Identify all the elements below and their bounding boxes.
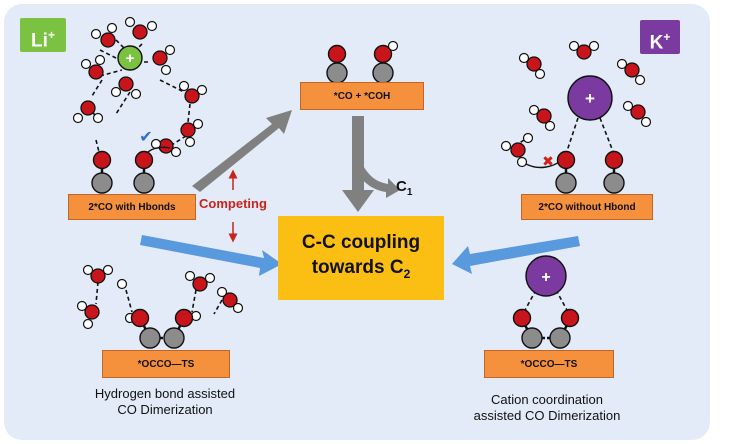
bottom-left-occo — [130, 308, 194, 349]
arrows — [140, 110, 580, 276]
k-cation-symbol: + — [585, 89, 595, 108]
k-tag-base: K — [649, 32, 664, 54]
li-tag-charge: + — [47, 28, 55, 42]
li-tag-base: Li — [31, 30, 48, 52]
surface-2co-with-hbonds: 2*CO with Hbonds — [68, 194, 196, 220]
li-adsorbed-co — [91, 150, 155, 194]
caption-right-line1: Cation coordination — [490, 392, 604, 407]
arrow-blue-left — [140, 235, 282, 276]
c1-product-label: C1 — [396, 178, 412, 198]
cc-coupling-line2-sub: 2 — [403, 266, 411, 281]
bottom-right-cation: + — [525, 255, 567, 297]
surface-occo-ts-right: *OCCO—TS — [484, 350, 614, 378]
k-adsorbed-co — [555, 150, 625, 194]
bottom-left-hbonds — [95, 281, 223, 315]
li-ion-tag: Li+ — [20, 18, 66, 52]
li-cation: + — [117, 45, 143, 71]
bottom-left-waters — [76, 264, 244, 330]
k-tag-charge: + — [663, 30, 671, 44]
arrow-gray-up — [192, 110, 292, 192]
arrow-blue-right — [452, 236, 580, 274]
caption-left: Hydrogen bond assisted CO Dimerization — [72, 386, 258, 418]
bottom-right-occo — [512, 308, 580, 349]
surface-co-coh: *CO + *COH — [300, 82, 424, 110]
bottom-cation-symbol: + — [541, 269, 550, 286]
cross-mark-icon: ✖ — [542, 154, 554, 170]
check-mark-icon: ✔ — [139, 127, 152, 146]
competing-label: Competing — [199, 196, 267, 211]
c1-sub: 1 — [406, 187, 413, 198]
surface-2co-without-hbond: 2*CO without Hbond — [521, 194, 653, 220]
co-coh-molecules — [326, 40, 399, 84]
li-waters — [72, 16, 208, 158]
arrow-gray-branch — [354, 160, 400, 198]
k-waters — [500, 40, 652, 168]
li-cation-symbol: + — [126, 50, 135, 67]
cc-coupling-box: C-C coupling towards C2 — [278, 216, 444, 300]
k-cation: + — [567, 75, 613, 121]
caption-left-line1: Hydrogen bond assisted — [94, 386, 236, 401]
cc-coupling-line2: towards C2 — [312, 255, 411, 287]
cc-coupling-line1: C-C coupling — [301, 231, 421, 253]
surface-occo-ts-left: *OCCO—TS — [102, 350, 230, 378]
caption-right-line2: assisted CO Dimerization — [473, 408, 621, 423]
k-ion-tag: K+ — [640, 20, 680, 54]
caption-right: Cation coordination assisted CO Dimeriza… — [462, 392, 632, 424]
c1-base: C — [396, 178, 407, 195]
cc-coupling-line2-text: towards C — [311, 256, 404, 278]
caption-left-line2: CO Dimerization — [117, 402, 213, 417]
